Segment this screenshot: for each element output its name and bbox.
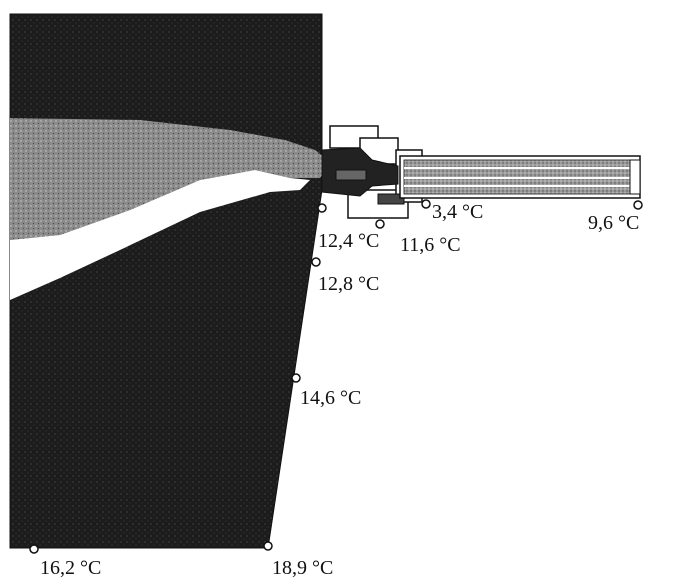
temp-label: 16,2 °C (40, 557, 101, 579)
measurement-point: 12,8 °C (311, 257, 379, 295)
measurement-point: 11,6 °C (375, 219, 461, 256)
measurement-point: 14,6 °C (291, 373, 361, 409)
measurement-points: 3,4 °C 9,6 °C 12,4 °C 11,6 °C 12,8 °C 14… (29, 199, 643, 579)
insulation-band (10, 118, 330, 240)
measurement-point: 12,4 °C (317, 203, 379, 252)
measurement-point: 3,4 °C (421, 199, 483, 223)
temp-label: 3,4 °C (432, 201, 483, 223)
measurement-point: 16,2 °C (29, 544, 101, 579)
warm-wedge (10, 170, 310, 300)
temp-label: 12,8 °C (318, 273, 379, 295)
temp-label: 14,6 °C (300, 387, 361, 409)
measurement-point: 18,9 °C (263, 541, 333, 579)
glazing-unit (399, 155, 641, 199)
measurement-point: 9,6 °C (588, 200, 643, 234)
wall-region (9, 13, 323, 549)
temp-label: 9,6 °C (588, 212, 639, 234)
temp-label: 12,4 °C (318, 230, 379, 252)
temp-label: 18,9 °C (272, 557, 333, 579)
temp-label: 11,6 °C (400, 234, 461, 256)
frame-joint (321, 147, 405, 205)
